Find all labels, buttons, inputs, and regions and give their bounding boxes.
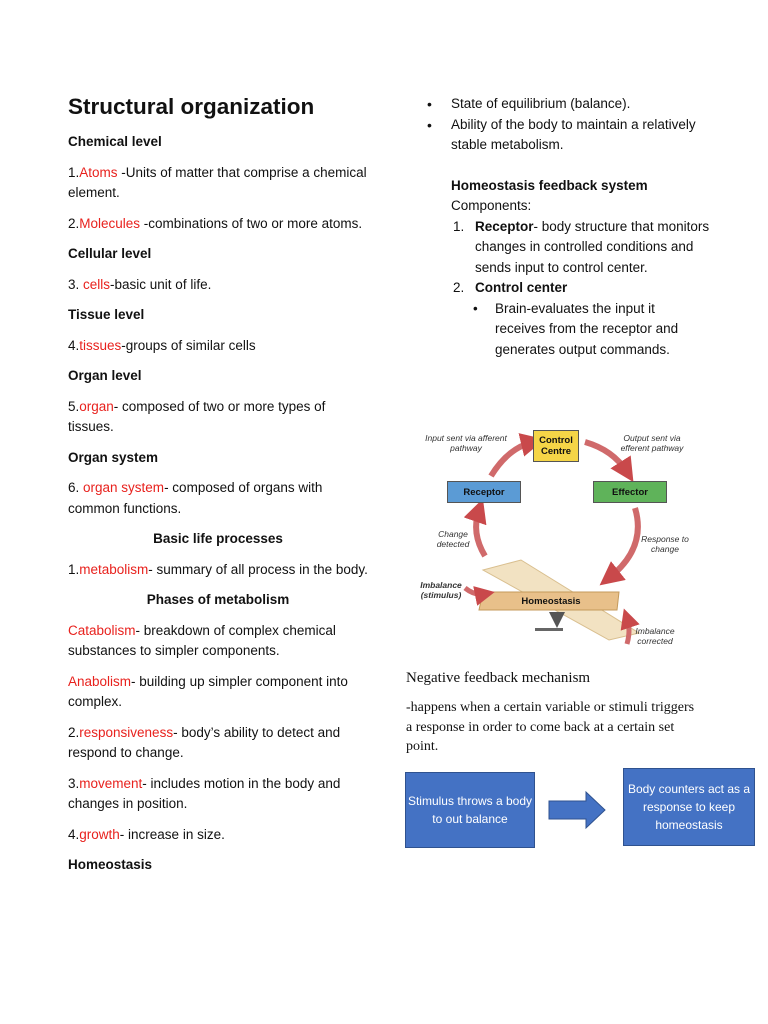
term-catabolism: Catabolism — [68, 622, 136, 638]
control-centre-box: Control Centre — [533, 430, 579, 462]
item-growth: 4.growth- increase in size. — [68, 825, 368, 846]
definition-tissues: -groups of similar cells — [121, 337, 256, 353]
item-cells: 3. cells-basic unit of life. — [68, 275, 368, 296]
item-number: 2. — [68, 724, 80, 740]
item-organ: 5.organ- composed of two or more types o… — [68, 397, 368, 438]
response-box: Body counters act as a response to keep … — [623, 768, 755, 846]
definition-molecules: -combinations of two or more atoms. — [140, 215, 363, 231]
definition-receptor: - body structure that monitors changes i… — [475, 218, 710, 275]
term-tissues: tissues — [79, 337, 122, 353]
input-label: Input sent via afferent pathway — [425, 433, 507, 453]
item-number: 1. — [68, 561, 80, 577]
heading-homeostasis: Homeostasis — [68, 857, 153, 872]
definition-catabolism: - breakdown of complex chemical substanc… — [68, 622, 336, 659]
item-number: 1. — [68, 164, 80, 180]
left-column: Structural organization Chemical level 1… — [68, 92, 368, 886]
definition-organ: - composed of two or more types of tissu… — [68, 398, 326, 435]
definition-movement: - includes motion in the body and change… — [68, 775, 341, 812]
heading-tissue-level: Tissue level — [68, 307, 145, 322]
item-metabolism: 1.metabolism- summary of all process in … — [68, 560, 368, 581]
arrow-input — [488, 433, 545, 478]
arrow-change — [463, 498, 488, 558]
arrow-imbalance — [463, 586, 495, 606]
page-title: Structural organization — [68, 94, 315, 119]
definition-cells: -basic unit of life. — [110, 276, 212, 292]
item-molecules: 2.Molecules -combinations of two or more… — [68, 214, 368, 235]
heading-basic-life-processes: Basic life processes — [153, 531, 283, 546]
definition-growth: - increase in size. — [119, 826, 225, 842]
item-number: 2. — [453, 280, 465, 295]
item-atoms: 1.Atoms -Units of matter that comprise a… — [68, 163, 368, 204]
term-anabolism: Anabolism — [68, 673, 132, 689]
response-label: Response to change — [641, 534, 689, 554]
heading-organ-system: Organ system — [68, 449, 159, 465]
feedback-loop-graphic — [463, 433, 641, 645]
negative-feedback-title: Negative feedback mechanism — [406, 670, 591, 686]
homeostasis-diagram: Control Centre Receptor Effector Homeost… — [413, 408, 703, 658]
bullet-stable-metabolism: Ability of the body to maintain a relati… — [427, 115, 727, 156]
arrow-output — [584, 439, 634, 483]
change-detected-label: Change detected — [436, 529, 470, 549]
term-receptor: Receptor — [475, 218, 534, 234]
heading-feedback-system: Homeostasis feedback system — [451, 177, 648, 193]
item-number: 1. — [453, 218, 465, 234]
item-tissues: 4.tissues-groups of similar cells — [68, 336, 368, 357]
item-anabolism: Anabolism- building up simpler component… — [68, 672, 368, 713]
right-column: State of equilibrium (balance). Ability … — [427, 94, 727, 360]
sub-bullet-brain: Brain-evaluates the input it receives fr… — [403, 299, 705, 361]
heading-phases-of-metabolism: Phases of metabolism — [146, 592, 290, 607]
bullet-equilibrium: State of equilibrium (balance). — [427, 94, 727, 115]
heading-cellular-level: Cellular level — [68, 246, 152, 261]
definition-metabolism: - summary of all process in the body. — [148, 561, 368, 577]
definition-anabolism: - building up simpler component into com… — [68, 673, 348, 710]
item-number: 4. — [68, 337, 80, 353]
item-number: 6. — [68, 480, 84, 495]
receptor-box: Receptor — [447, 481, 521, 503]
term-responsiveness: responsiveness — [79, 724, 174, 740]
term-organ: organ — [79, 398, 114, 414]
item-number: 3. — [68, 276, 84, 292]
stimulus-box: Stimulus throws a body to out balance — [405, 772, 535, 848]
component-receptor: 1. Receptor- body structure that monitors… — [427, 217, 727, 279]
item-catabolism: Catabolism- breakdown of complex chemica… — [68, 621, 368, 662]
components-label: Components: — [451, 198, 532, 213]
term-movement: movement — [79, 775, 143, 791]
term-molecules: Molecules — [79, 215, 141, 231]
homeostasis-label: Homeostasis — [521, 595, 581, 607]
item-number: 5. — [68, 398, 80, 414]
fulcrum-icon — [549, 612, 565, 628]
output-label: Output sent via efferent pathway — [620, 433, 684, 453]
arrow-corrected — [620, 608, 640, 645]
definition-responsiveness: - body’s ability to detect and respond t… — [68, 724, 341, 761]
term-atoms: Atoms — [79, 164, 118, 180]
item-number: 2. — [68, 215, 80, 231]
imbalance-label: Imbalance (stimulus) — [420, 580, 462, 600]
arrow-response — [599, 507, 641, 586]
right-arrow-icon — [548, 790, 606, 830]
item-movement: 3.movement- includes motion in the body … — [68, 774, 368, 815]
component-control-center: 2. Control center — [427, 278, 727, 299]
effector-box: Effector — [593, 481, 667, 503]
definition-atoms: -Units of matter that comprise a chemica… — [68, 164, 367, 201]
heading-chemical-level: Chemical level — [68, 134, 162, 149]
item-number: 3. — [68, 775, 80, 791]
item-number: 4. — [68, 826, 80, 842]
term-cells: cells — [83, 276, 111, 292]
definition-organ-system: - composed of organs with common functio… — [68, 480, 323, 516]
term-control-center: Control center — [475, 280, 568, 295]
item-organ-system: 6. organ system- composed of organs with… — [68, 478, 368, 519]
negative-feedback-text: -happens when a certain variable or stim… — [406, 700, 695, 754]
item-responsiveness: 2.responsiveness- body’s ability to dete… — [68, 723, 368, 764]
term-metabolism: metabolism — [79, 561, 149, 577]
heading-organ-level: Organ level — [68, 368, 142, 383]
term-growth: growth — [79, 826, 120, 842]
term-organ-system: organ system — [83, 480, 165, 495]
corrected-label: Imbalance corrected — [635, 626, 675, 646]
